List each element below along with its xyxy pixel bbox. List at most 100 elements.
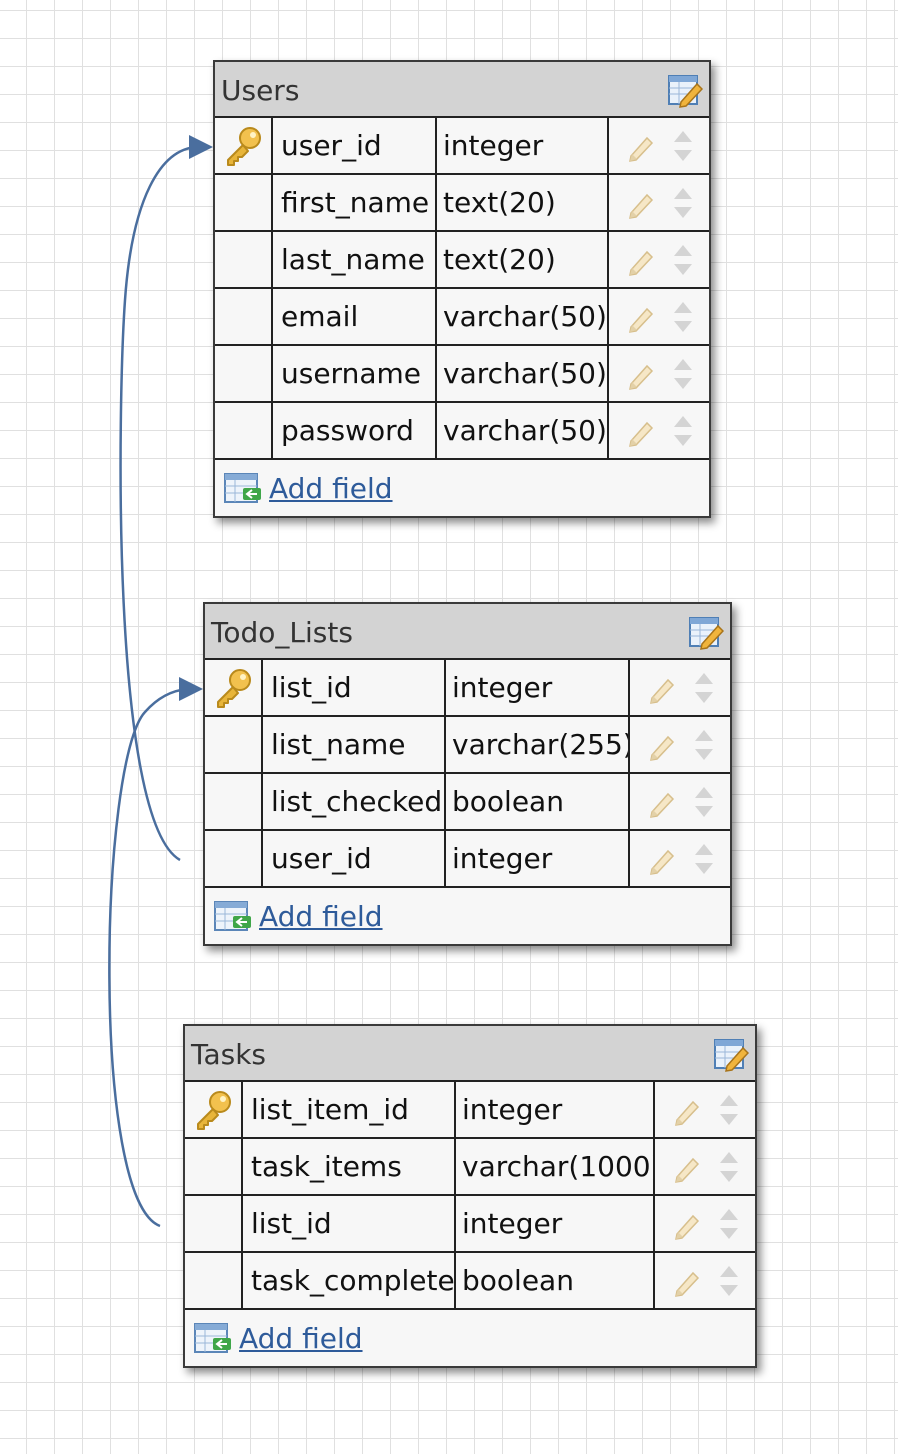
field-type[interactable]: varchar(50) — [437, 403, 609, 458]
field-actions — [609, 346, 709, 401]
field-name[interactable]: user_id — [263, 831, 446, 886]
field-name[interactable]: task_items — [243, 1139, 456, 1194]
pencil-icon[interactable] — [625, 187, 657, 219]
field-name[interactable]: list_name — [263, 717, 446, 772]
key-cell — [215, 346, 273, 401]
field-name[interactable]: username — [273, 346, 437, 401]
sort-arrows-icon[interactable] — [672, 129, 694, 163]
field-name[interactable]: list_checked — [263, 774, 446, 829]
pencil-icon[interactable] — [646, 672, 678, 704]
field-actions — [609, 289, 709, 344]
field-actions — [630, 717, 730, 772]
table-title: Tasks — [191, 1038, 267, 1071]
add-field-link[interactable]: Add field — [239, 1321, 363, 1355]
field-name[interactable]: email — [273, 289, 437, 344]
field-type[interactable]: integer — [437, 118, 609, 173]
field-name[interactable]: task_complete — [243, 1253, 456, 1308]
key-cell — [215, 118, 273, 173]
pencil-icon[interactable] — [625, 358, 657, 390]
field-type[interactable]: varchar(50) — [437, 346, 609, 401]
field-type[interactable]: integer — [456, 1196, 655, 1251]
field-type[interactable]: integer — [446, 660, 630, 715]
add-field-icon[interactable] — [213, 899, 253, 933]
pencil-icon[interactable] — [646, 843, 678, 875]
field-type[interactable]: boolean — [456, 1253, 655, 1308]
edit-table-icon[interactable] — [688, 614, 724, 650]
pencil-icon[interactable] — [625, 415, 657, 447]
field-type[interactable]: integer — [446, 831, 630, 886]
pencil-icon[interactable] — [646, 729, 678, 761]
sort-arrows-icon[interactable] — [672, 414, 694, 448]
field-actions — [609, 403, 709, 458]
sort-arrows-icon[interactable] — [693, 671, 715, 705]
sort-arrows-icon[interactable] — [672, 243, 694, 277]
pencil-icon[interactable] — [646, 786, 678, 818]
field-type[interactable]: varchar(1000) — [456, 1139, 655, 1194]
table-header: Tasks — [185, 1026, 755, 1082]
field-name[interactable]: password — [273, 403, 437, 458]
key-cell — [215, 175, 273, 230]
sort-arrows-icon[interactable] — [672, 186, 694, 220]
field-actions — [655, 1253, 755, 1308]
field-type[interactable]: text(20) — [437, 175, 609, 230]
edit-table-icon[interactable] — [713, 1036, 749, 1072]
arrowhead-icon — [189, 135, 213, 159]
field-type[interactable]: boolean — [446, 774, 630, 829]
field-name[interactable]: list_item_id — [243, 1082, 456, 1137]
pencil-icon[interactable] — [625, 244, 657, 276]
field-name[interactable]: user_id — [273, 118, 437, 173]
field-type[interactable]: integer — [456, 1082, 655, 1137]
field-actions — [609, 232, 709, 287]
field-actions — [609, 118, 709, 173]
key-cell — [215, 403, 273, 458]
edit-table-icon[interactable] — [667, 72, 703, 108]
sort-arrows-icon[interactable] — [693, 785, 715, 819]
field-name[interactable]: list_id — [243, 1196, 456, 1251]
pencil-icon[interactable] — [671, 1208, 703, 1240]
field-type[interactable]: varchar(255) — [446, 717, 630, 772]
key-cell — [205, 660, 263, 715]
sort-arrows-icon[interactable] — [693, 842, 715, 876]
sort-arrows-icon[interactable] — [672, 357, 694, 391]
sort-arrows-icon[interactable] — [693, 728, 715, 762]
add-field-link[interactable]: Add field — [259, 899, 383, 933]
sort-arrows-icon[interactable] — [718, 1150, 740, 1184]
sort-arrows-icon[interactable] — [718, 1207, 740, 1241]
field-name[interactable]: last_name — [273, 232, 437, 287]
field-actions — [655, 1082, 755, 1137]
pencil-icon[interactable] — [625, 130, 657, 162]
table-header: Todo_Lists — [205, 604, 730, 660]
pencil-icon[interactable] — [671, 1265, 703, 1297]
sort-arrows-icon[interactable] — [672, 300, 694, 334]
field-name[interactable]: list_id — [263, 660, 446, 715]
sort-arrows-icon[interactable] — [718, 1093, 740, 1127]
add-field-icon[interactable] — [193, 1321, 233, 1355]
field-name[interactable]: first_name — [273, 175, 437, 230]
pencil-icon[interactable] — [625, 301, 657, 333]
field-type[interactable]: varchar(50) — [437, 289, 609, 344]
sort-arrows-icon[interactable] — [718, 1264, 740, 1298]
add-field-icon[interactable] — [223, 471, 263, 505]
field-type[interactable]: text(20) — [437, 232, 609, 287]
field-actions — [655, 1139, 755, 1194]
add-field-link[interactable]: Add field — [269, 471, 393, 505]
pencil-icon[interactable] — [671, 1151, 703, 1183]
pencil-icon[interactable] — [671, 1094, 703, 1126]
field-actions — [630, 831, 730, 886]
